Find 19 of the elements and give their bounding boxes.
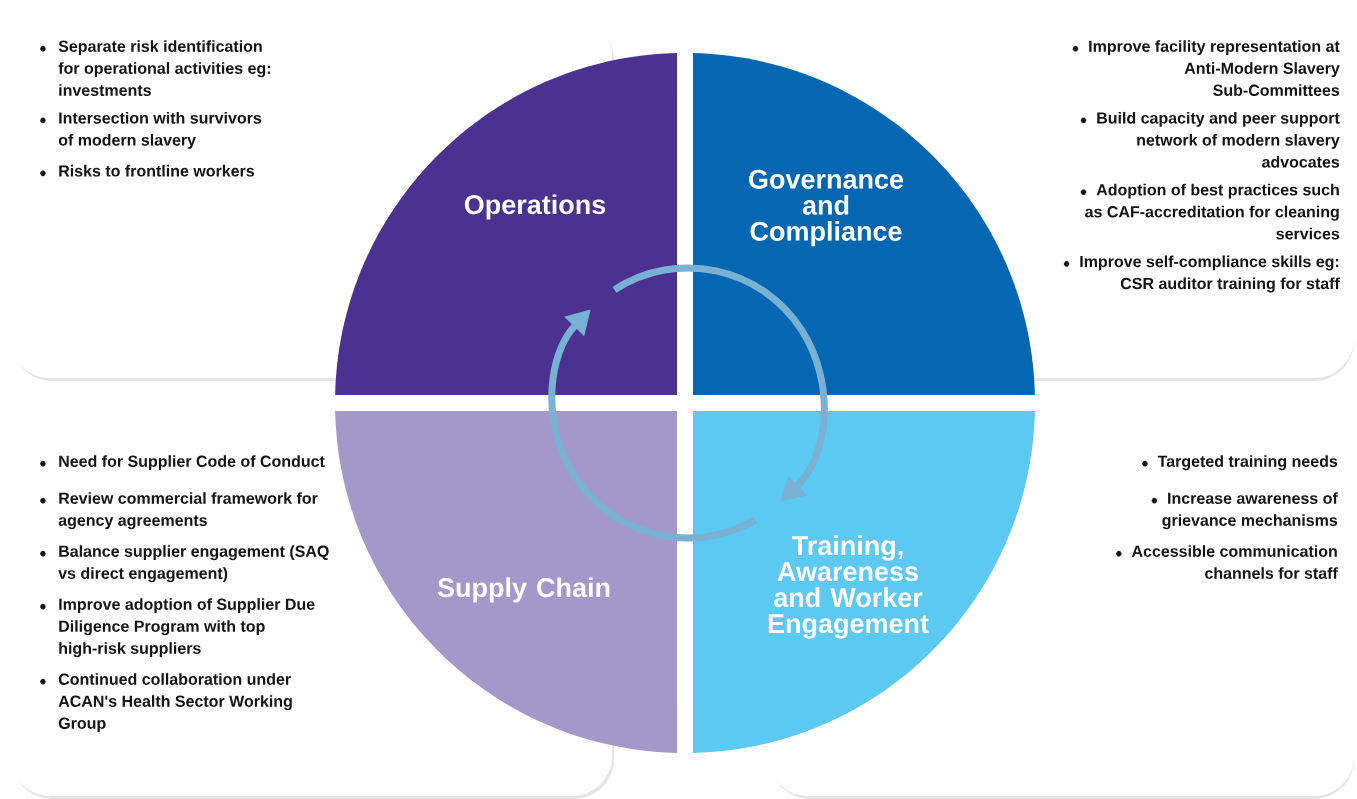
quadrant-sector: Operations [335,53,677,395]
list-item: Balance supplier engagement (SAQ vs direct engagement) [58,545,329,583]
list-item: Improve adoption of Supplier Due Diligence Program with top high-risk suppliers [59,598,315,658]
list-item: Improve facility representation at Anti-Modern Slavery Sub-Committees [1089,40,1340,96]
list-item: Review commercial framework for agency agreements [58,492,318,530]
list-item: Adoption of best practices such as CAF-accreditation for cleaning services [1085,183,1340,240]
list-item: Intersection with survivors of modern slavery [58,111,262,149]
list-item: Risks to frontline workers [59,164,254,177]
quadrant-sector: Governance and Compliance [693,53,1035,395]
list-item: Continued collaboration under ACAN's Health Sector Working Group [58,673,292,733]
list-item: Build capacity and peer support network of modern slavery advocates [1097,111,1340,168]
list-item: Improve self-compliance skills eg: CSR auditor training for staff [1080,255,1340,293]
list-item: Separate risk identification for operational activities eg: investments [58,40,271,96]
quadrant-sector: Supply Chain [335,411,677,753]
list-item: Targeted training needs [1157,455,1338,471]
quadrant-sector: Training, Awareness and Worker Engagement [693,411,1035,753]
list-item: Increase awareness of grievance mechanisms [1162,492,1338,530]
list-item: Need for Supplier Code of Conduct [59,455,325,471]
list-item: Accessible communication channels for staff [1131,545,1338,579]
